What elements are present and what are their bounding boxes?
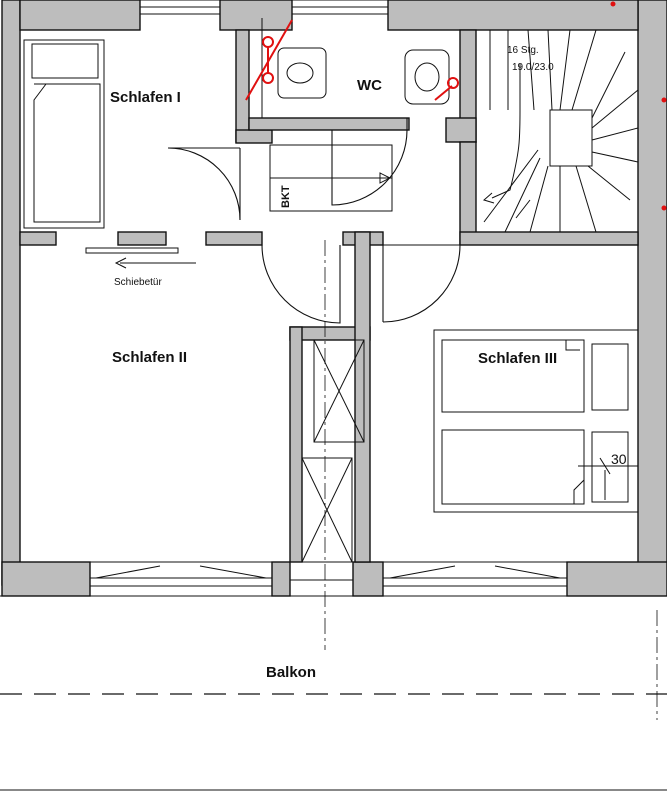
- wall-schlafen1-wc: [235, 29, 250, 143]
- outer-walls: [1, 0, 667, 597]
- stair-tread: [591, 127, 639, 141]
- shaft-upper: [313, 339, 365, 443]
- stair-tread: [587, 165, 631, 201]
- water-connection-icon: [262, 36, 274, 48]
- wall-schlafen1-schlafen2: [19, 231, 57, 246]
- left-exterior-wall: [1, 0, 21, 586]
- window-opening-mark: [95, 565, 267, 579]
- interior-walls: [19, 29, 639, 563]
- sliding-arrow-icon: [114, 257, 127, 269]
- water-connection-icon: [262, 72, 274, 84]
- toilet: [277, 47, 327, 99]
- bottom-wall-segment: [1, 561, 91, 597]
- bed-zone: [433, 329, 639, 513]
- stair-direction-arrow-icon: [482, 192, 495, 204]
- dimension-tick: [599, 457, 611, 475]
- staircase: [475, 29, 639, 233]
- bed-schlafen1: [23, 39, 105, 229]
- top-wall-segment: [19, 0, 141, 31]
- top-wall-segment: [387, 0, 639, 31]
- bed-lower: [441, 429, 585, 505]
- top-windows: [139, 0, 389, 15]
- water-connection-icon: [447, 77, 459, 89]
- pipe-diagonal: [434, 85, 453, 101]
- room-label-schlafen2: Schlafen II: [112, 349, 187, 366]
- door-schlafen3-swing: [382, 244, 461, 323]
- balcony-window-middle: [289, 561, 354, 597]
- stair-area: [475, 29, 639, 233]
- bottom-wall-segment: [566, 561, 667, 597]
- door-schlafen2-swing: [261, 244, 341, 324]
- wall-segment: [117, 231, 167, 246]
- room-label-schlafen3: Schlafen III: [478, 350, 557, 367]
- wall-segment: [205, 231, 263, 246]
- marker-dot-icon: [661, 205, 667, 211]
- basin-bowl: [414, 62, 440, 92]
- stair-tread: [529, 165, 549, 233]
- shaft-cross: [301, 457, 353, 563]
- balcony-windows: [89, 561, 568, 597]
- wall-segment: [445, 117, 477, 143]
- stair-eye: [549, 109, 593, 167]
- nightstand-upper: [591, 343, 629, 411]
- sliding-door: [85, 247, 196, 269]
- stair-walk-line: [491, 64, 521, 199]
- room-label-balkon: Balkon: [266, 664, 316, 681]
- balcony-window-right: [382, 561, 568, 597]
- label-stairs-count: 16 Stg.: [507, 45, 539, 56]
- label-bkt: BKT: [280, 185, 292, 208]
- stair-tread: [575, 165, 597, 233]
- pillow: [31, 43, 99, 79]
- top-wall-segment: [219, 0, 293, 31]
- stair-tread: [591, 151, 639, 163]
- label-schiebetuer: Schiebetür: [114, 277, 162, 288]
- nightstand-lower: [591, 431, 629, 503]
- stair-tread: [591, 89, 639, 129]
- balcony: [0, 240, 667, 791]
- wc-bottom-wall: [248, 117, 410, 131]
- stair-wall: [459, 141, 477, 245]
- wall-schlafen2-schlafen3: [354, 231, 371, 563]
- stair-tread: [547, 29, 553, 111]
- stair-tread: [504, 157, 541, 233]
- doors: [167, 118, 461, 324]
- bed-blanket: [33, 83, 101, 223]
- marker-dot-icon: [661, 97, 667, 103]
- toilet-bowl: [286, 62, 314, 84]
- stair-tread: [571, 29, 597, 111]
- wall-segment: [235, 129, 273, 144]
- wash-basin: [404, 49, 450, 105]
- plumbing: [245, 1, 667, 211]
- label-stairs-ratio: 19.0/23.0: [512, 62, 554, 73]
- shaft-cross: [313, 339, 365, 443]
- balcony-window-left: [89, 561, 273, 597]
- wc-fixtures: [261, 18, 450, 118]
- door-schlafen1-swing: [167, 147, 241, 221]
- stair-tread: [559, 29, 571, 111]
- bed-fold-mark: [573, 479, 585, 504]
- right-exterior-wall: [637, 0, 667, 586]
- bed-fold-mark: [565, 340, 580, 351]
- window-opening-mark: [389, 565, 561, 579]
- stair-tread: [527, 29, 535, 111]
- shaft-left-wall: [289, 326, 303, 563]
- single-bed: [23, 39, 105, 229]
- sliding-door-panel: [85, 247, 179, 254]
- wall-schlafen3-top: [459, 231, 639, 246]
- marker-dot-icon: [610, 1, 616, 7]
- bottom-wall-segment: [352, 561, 384, 597]
- bottom-wall-segment: [271, 561, 291, 597]
- room-label-wc: WC: [357, 77, 382, 94]
- pipe-diagonal: [245, 19, 293, 101]
- door-wc-swing: [331, 129, 408, 206]
- label-dimension: 30: [611, 451, 627, 467]
- bed-schlafen3: [433, 329, 639, 513]
- stair-walk-line: [515, 199, 531, 219]
- bkt-cabinet: [269, 144, 393, 212]
- stair-tread: [591, 51, 626, 119]
- room-label-schlafen1: Schlafen I: [110, 89, 181, 106]
- bkt-arrow-icon: [379, 172, 392, 184]
- bed-upper: [441, 339, 585, 413]
